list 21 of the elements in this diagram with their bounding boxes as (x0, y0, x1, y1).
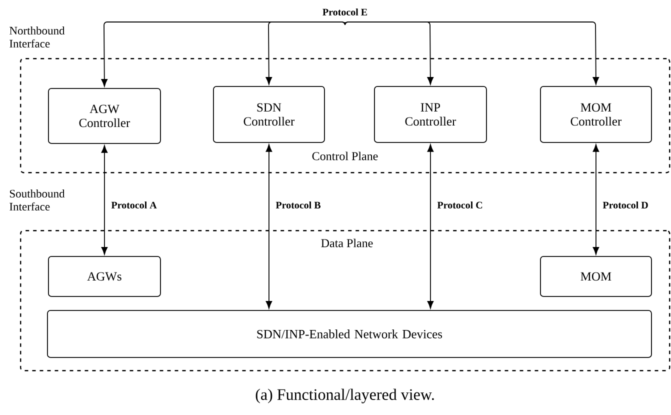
edge-label: Protocol D (602, 201, 648, 209)
protocol-label: Protocol E (322, 8, 368, 16)
interface-label: Southbound Interface (10, 189, 65, 211)
edge-label: Protocol A (111, 201, 157, 209)
component-box: AGWs (48, 256, 161, 297)
component-box: MOM Controller (540, 86, 652, 143)
interface-label: Northbound Interface (10, 26, 65, 48)
arrow (266, 144, 272, 309)
component-box: INP Controller (374, 86, 487, 143)
arrow (344, 22, 600, 85)
component-box: AGW Controller (48, 88, 161, 144)
caption: (a) Functional/layered view. (256, 388, 434, 404)
component-box: SDN Controller (213, 86, 325, 143)
arrow (427, 144, 434, 309)
edge-label: Protocol B (276, 201, 321, 209)
arrow (266, 22, 346, 85)
component-box: MOM (540, 256, 652, 297)
edge-label: Protocol C (437, 201, 482, 209)
arrow (592, 144, 600, 255)
component-box: SDN/INP-Enabled Network Devices (47, 310, 652, 358)
arrow (101, 145, 108, 255)
